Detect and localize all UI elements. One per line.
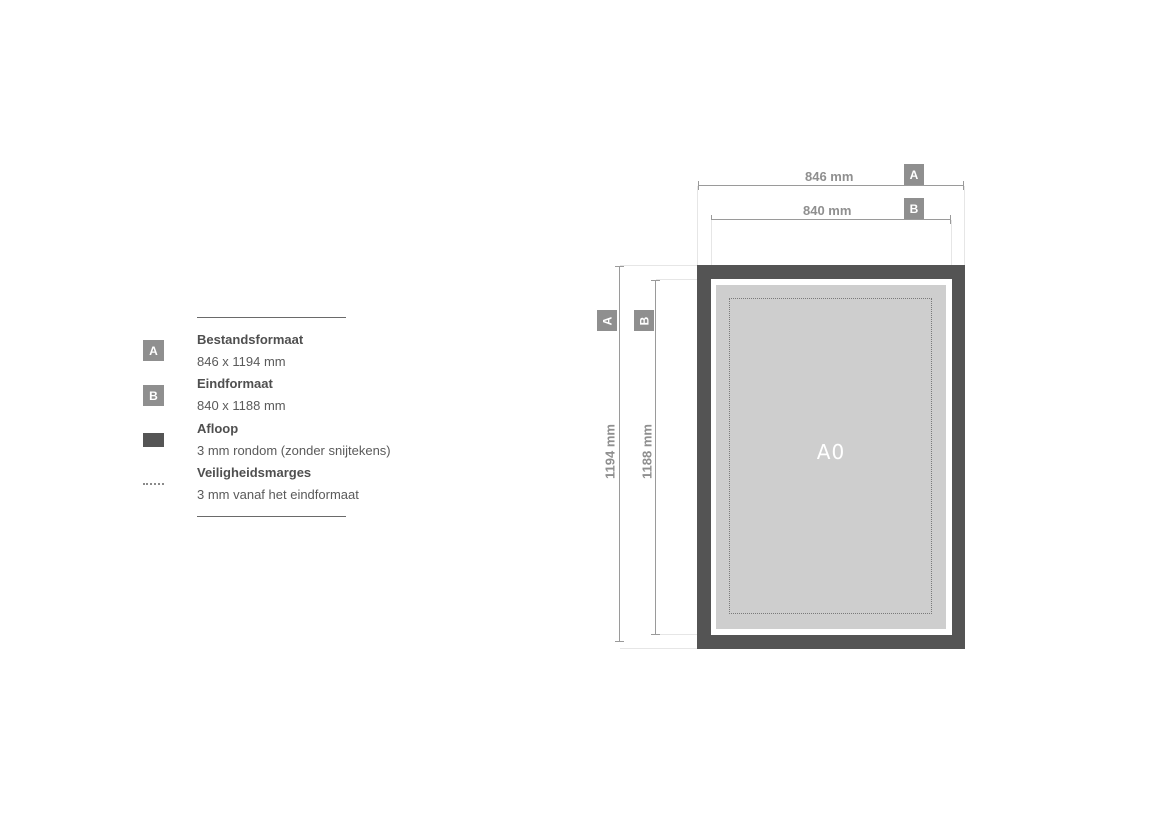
guide-line: [711, 220, 712, 279]
legend-desc: 840 x 1188 mm: [197, 398, 286, 413]
legend-title: Eindformaat: [197, 376, 273, 391]
dotted-line-icon: [143, 482, 164, 485]
legend-key-safety: [143, 473, 164, 494]
legend-bottom-divider: [197, 516, 346, 517]
guide-line: [620, 648, 697, 649]
width-a-dimension-line: [698, 185, 964, 186]
height-b-badge: B: [634, 310, 654, 331]
width-b-tick-left: [711, 215, 712, 224]
height-b-tick-bottom: [651, 634, 660, 635]
legend-desc: 3 mm vanaf het eindformaat: [197, 487, 359, 502]
badge-b-icon: B: [143, 385, 164, 406]
poster-format-label: A0: [816, 440, 846, 464]
poster-content-area: [716, 285, 946, 629]
height-b-badge-letter: B: [636, 316, 651, 325]
width-b-label: 840 mm: [803, 203, 852, 218]
bleed-swatch-icon: [143, 432, 164, 447]
width-b-badge: B: [904, 198, 924, 219]
height-b-dimension-line: [655, 280, 656, 635]
legend-title: Bestandsformaat: [197, 332, 304, 347]
width-a-tick-left: [698, 181, 699, 190]
legend-item-final-format: B Eindformaat 840 x 1188 mm: [143, 376, 443, 416]
height-b-tick-top: [651, 280, 660, 281]
legend-title: Veiligheidsmarges: [197, 465, 312, 480]
guide-line: [620, 265, 697, 266]
legend-key-a: A: [143, 340, 164, 361]
guide-line: [656, 279, 711, 280]
height-a-dimension-line: [619, 266, 620, 642]
legend-key-b: B: [143, 385, 164, 406]
height-a-tick-top: [615, 266, 624, 267]
width-a-badge: A: [904, 164, 924, 185]
width-a-label: 846 mm: [805, 169, 854, 184]
guide-line: [697, 186, 698, 265]
legend-title: Afloop: [197, 421, 239, 436]
height-a-badge-letter: A: [599, 316, 614, 325]
height-a-tick-bottom: [615, 641, 624, 642]
legend-item-file-format: A Bestandsformaat 846 x 1194 mm: [143, 332, 443, 372]
poster-safety-margin: [729, 298, 932, 614]
height-b-label: 1188 mm: [607, 424, 687, 479]
height-a-badge: A: [597, 310, 617, 331]
legend-desc: 3 mm rondom (zonder snijtekens): [197, 443, 391, 458]
width-b-dimension-line: [711, 219, 951, 220]
badge-a-icon: A: [143, 340, 164, 361]
guide-line: [656, 634, 711, 635]
width-a-tick-right: [963, 181, 964, 190]
guide-line: [951, 220, 952, 279]
guide-line: [964, 186, 965, 265]
legend-top-divider: [197, 317, 346, 318]
legend-key-bleed: [143, 429, 164, 450]
legend-item-bleed: Afloop 3 mm rondom (zonder snijtekens): [143, 421, 443, 461]
legend-item-safety-margin: Veiligheidsmarges 3 mm vanaf het eindfor…: [143, 465, 443, 505]
width-b-tick-right: [950, 215, 951, 224]
height-b-label-text: 1188 mm: [639, 424, 655, 479]
legend-desc: 846 x 1194 mm: [197, 354, 286, 369]
